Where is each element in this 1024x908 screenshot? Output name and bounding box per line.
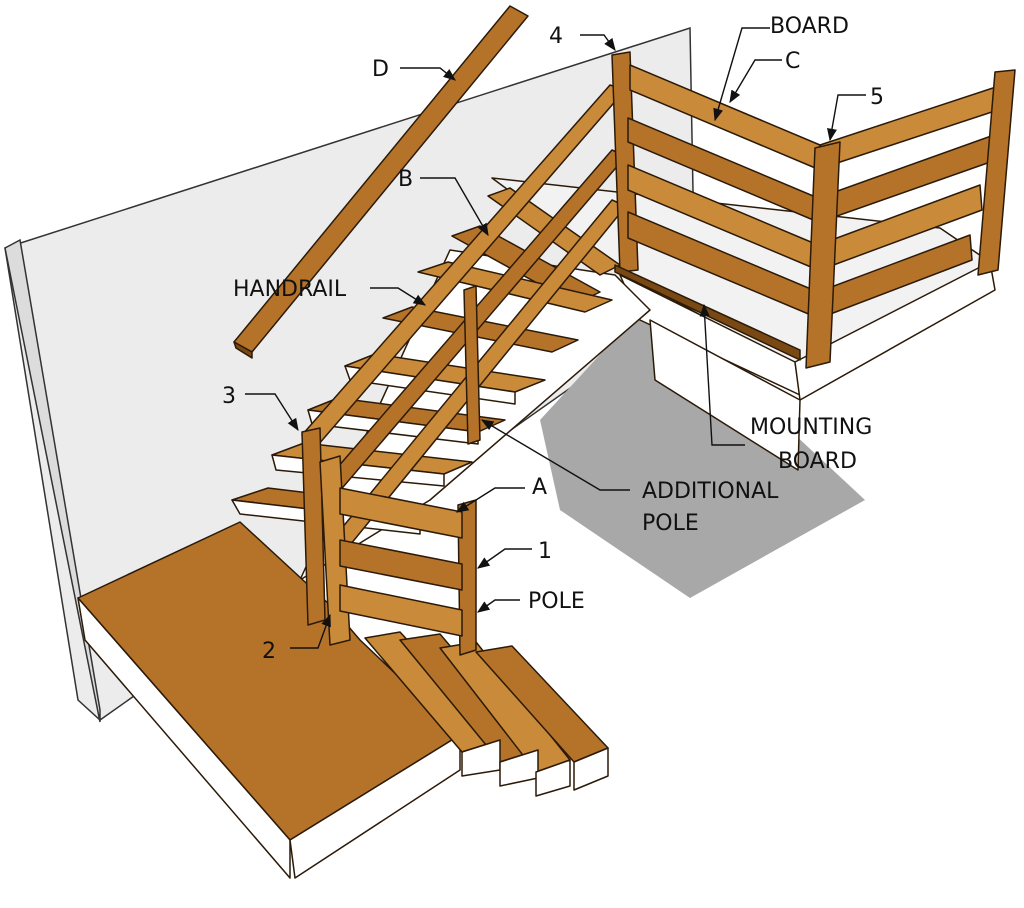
landing-fence: [611, 51, 1016, 369]
floor-shadow: [540, 300, 865, 598]
label-additional-1: ADDITIONAL: [642, 479, 779, 504]
label-pole: POLE: [528, 589, 585, 614]
label-layer: BOARD C 4 5 D B HANDRAIL 3 MOUNTING BOAR…: [222, 14, 884, 664]
label-1: 1: [538, 539, 552, 564]
loose-handrail-d: [233, 5, 529, 359]
label-3: 3: [222, 384, 236, 409]
label-5: 5: [870, 85, 884, 110]
label-2: 2: [262, 639, 276, 664]
label-c: C: [785, 49, 800, 74]
label-a: A: [532, 475, 547, 500]
label-4: 4: [549, 24, 563, 49]
lower-fence: [301, 427, 477, 656]
leader-lines: [245, 27, 866, 649]
label-mounting-1: MOUNTING: [750, 415, 872, 440]
label-d: D: [372, 57, 389, 82]
lower-landing: [77, 521, 461, 879]
label-b: B: [398, 167, 413, 192]
label-handrail: HANDRAIL: [233, 277, 347, 302]
label-mounting-2: BOARD: [778, 449, 857, 474]
label-additional-2: POLE: [642, 511, 699, 536]
lower-flight: [364, 631, 609, 797]
label-board-top: BOARD: [770, 14, 849, 39]
